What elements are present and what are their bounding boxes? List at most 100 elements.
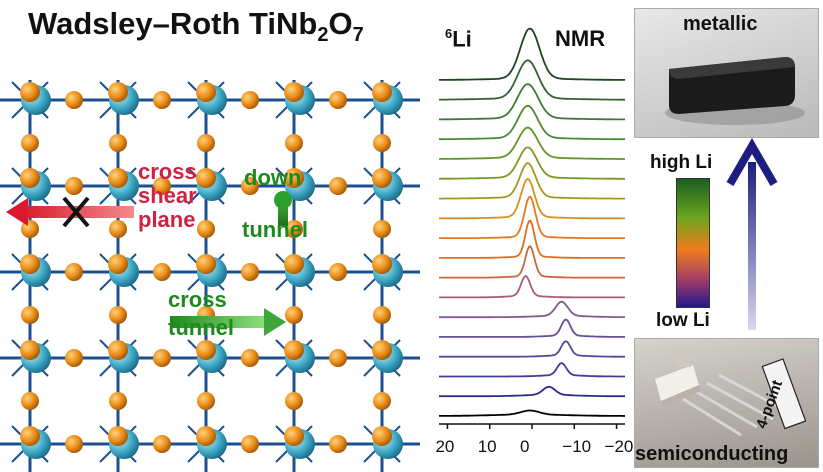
oxygen-atom [329, 435, 347, 453]
x-tick-label: −10 [562, 437, 592, 456]
down-arrow-icon [278, 200, 288, 226]
oxygen-atom [20, 254, 40, 274]
oxygen-atom [196, 254, 216, 274]
oxygen-atom [21, 134, 39, 152]
metallic-label: metallic [683, 13, 758, 35]
cross-tunnel-label: cross tunnel [168, 287, 234, 340]
nmr-spectrum-4 [439, 318, 625, 338]
oxygen-atom [284, 426, 304, 446]
oxygen-atom [284, 254, 304, 274]
crystal-lattice [0, 80, 420, 472]
oxygen-atom [197, 392, 215, 410]
crystal-structure-panel: Wadsley–Roth TiNb2O7 [0, 6, 420, 472]
oxygen-atom [196, 168, 216, 188]
oxygen-atom [153, 435, 171, 453]
oxygen-atom [373, 220, 391, 238]
oxygen-atom [285, 134, 303, 152]
nmr-spectrum-11 [439, 162, 625, 200]
low-li-label: low Li [656, 310, 710, 331]
oxygen-atom [241, 349, 259, 367]
oxygen-atom [372, 82, 392, 102]
oxygen-atom [109, 134, 127, 152]
x-tick-label: 0 [520, 437, 530, 456]
oxygen-atom [20, 82, 40, 102]
nmr-spectrum-12 [438, 146, 625, 180]
oxygen-atom [373, 306, 391, 324]
oxygen-atom [108, 340, 128, 360]
oxygen-atom [241, 435, 259, 453]
oxygen-atom [284, 82, 304, 102]
semiconducting-sample-photo: 4-point semiconducting [634, 338, 819, 468]
x-tick-label: 10 [477, 437, 497, 456]
oxygen-atom [329, 263, 347, 281]
oxygen-atom [196, 82, 216, 102]
nmr-spectra-plot [438, 27, 625, 429]
nmr-spectrum-7 [439, 245, 625, 279]
cross-shear-plane-label: cross shear plane [138, 159, 197, 232]
oxygen-atom [21, 392, 39, 410]
x-tick-label: 20 [435, 437, 455, 456]
oxygen-atom [153, 91, 171, 109]
oxygen-atom [21, 306, 39, 324]
oxygen-atom [196, 340, 216, 360]
metallic-sample-photo: metallic [634, 8, 819, 138]
oxygen-atom [109, 220, 127, 238]
nmr-spectrum-14 [439, 104, 625, 141]
nmr-spectrum-8 [439, 219, 625, 259]
oxygen-atom [285, 306, 303, 324]
semiconducting-label: semiconducting [635, 443, 789, 465]
oxygen-atom [241, 263, 259, 281]
oxygen-atom [153, 349, 171, 367]
oxygen-atom [241, 91, 259, 109]
down-arrow-head [274, 191, 292, 209]
oxygen-atom [197, 220, 215, 238]
nmr-spectrum-0 [439, 409, 625, 417]
oxygen-atom [108, 254, 128, 274]
nmr-spectrum-10 [439, 177, 625, 220]
nmr-spectrum-1 [439, 385, 625, 398]
red-arrow-head [6, 198, 28, 226]
oxygen-atom [197, 134, 215, 152]
oxygen-atom [285, 220, 303, 238]
oxygen-atom [108, 82, 128, 102]
nmr-spectrum-15 [439, 83, 625, 121]
isotope-label: 6Li [445, 26, 472, 52]
oxygen-atom [20, 168, 40, 188]
oxygen-atom [108, 426, 128, 446]
down-tunnel-label: down tunnel [242, 165, 308, 242]
green-arrow-head [264, 308, 286, 336]
oxygen-atom [329, 349, 347, 367]
oxygen-atom [65, 435, 83, 453]
oxygen-atom [372, 340, 392, 360]
oxygen-atom [373, 134, 391, 152]
nmr-spectrum-17 [439, 27, 625, 81]
oxygen-atom [65, 263, 83, 281]
conductivity-panel: metallic high Li low Li [620, 0, 823, 472]
oxygen-atom [329, 91, 347, 109]
oxygen-atom [284, 168, 304, 188]
nmr-spectrum-16 [439, 59, 625, 101]
li-content-colorbar [676, 178, 710, 308]
oxygen-atom [196, 426, 216, 446]
oxygen-atom [20, 426, 40, 446]
oxygen-atom [65, 91, 83, 109]
oxygen-atom [285, 392, 303, 410]
oxygen-atom [329, 177, 347, 195]
oxygen-atom [109, 392, 127, 410]
oxygen-atom [153, 177, 171, 195]
oxygen-atom [109, 306, 127, 324]
x-tick-label: −20 [604, 437, 634, 456]
oxygen-atom [284, 340, 304, 360]
blocked-x-icon [62, 196, 90, 228]
oxygen-atom [20, 340, 40, 360]
nmr-spectrum-2 [439, 362, 625, 378]
oxygen-atom [241, 177, 259, 195]
nmr-label: NMR [555, 26, 606, 51]
oxygen-atom [372, 168, 392, 188]
nmr-spectrum-13 [438, 126, 625, 160]
figure-title: Wadsley–Roth TiNb2O7 [28, 6, 364, 47]
green-arrow-icon [170, 316, 266, 328]
nmr-spectrum-3 [439, 340, 625, 358]
oxygen-atom [65, 349, 83, 367]
nmr-spectrum-9 [439, 195, 625, 239]
